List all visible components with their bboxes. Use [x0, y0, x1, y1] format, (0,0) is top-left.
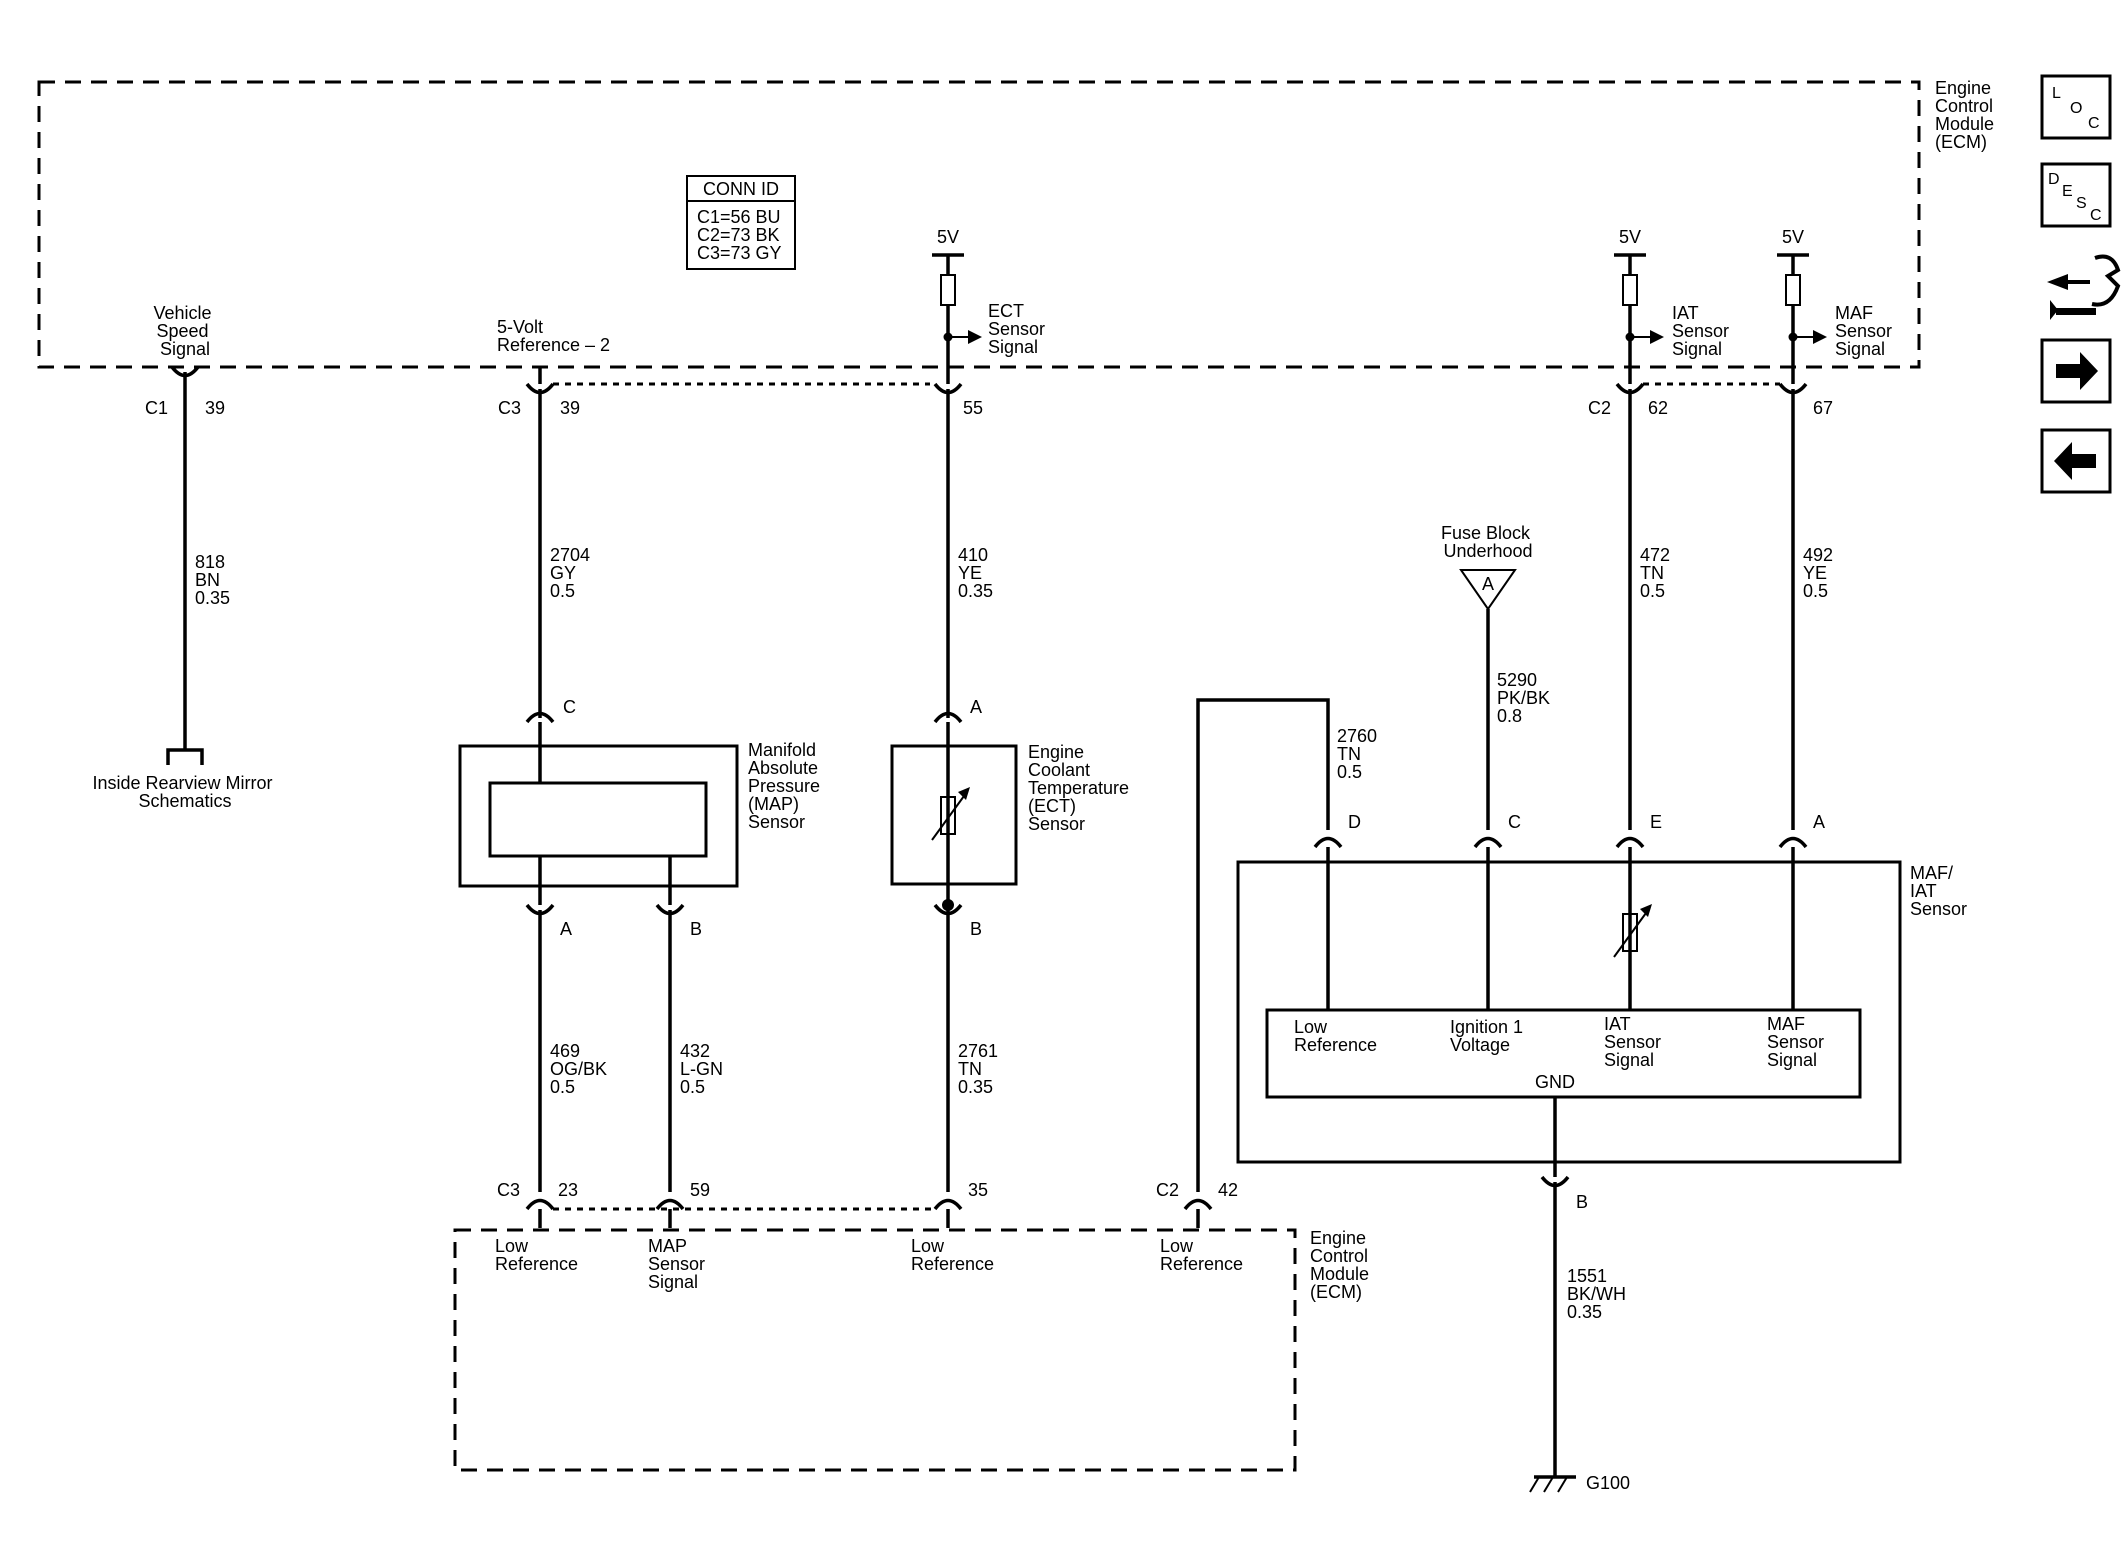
loc-letter-o: O	[2070, 100, 2082, 117]
ref5v-circuit: 5-Volt Reference – 2 C3 39 2704 GY 0.5	[497, 317, 610, 718]
ect-sensor: A Engine Coolant Temperature (ECT) Senso…	[890, 697, 1134, 1192]
ecm-bottom-pin-23: 23	[558, 1180, 578, 1200]
map-sig-wire: 432 L-GN 0.5	[680, 1041, 728, 1097]
next-page-button[interactable]	[2040, 338, 2112, 404]
ecm-bottom: C3 23 59 35 C2 42 Low Reference MAP Sens…	[453, 1180, 1374, 1472]
ign-wire: 5290 PK/BK 0.8	[1497, 670, 1555, 726]
maf-supply: 5V	[1782, 227, 1804, 247]
ecm-bottom-pin-42: 42	[1218, 1180, 1238, 1200]
maf-low-reference-circuit: 2760 TN 0.5	[1196, 698, 1382, 1192]
maf-signal-label: MAF Sensor Signal	[1835, 303, 1897, 359]
conn-id-table: CONN ID C1=56 BU C2=73 BK C3=73 GY	[686, 175, 796, 270]
maf-internal-ign: Ignition 1 Voltage	[1450, 1017, 1528, 1055]
conn-id-row: C3=73 GY	[697, 243, 782, 263]
description-button[interactable]: D E S C	[2040, 162, 2112, 228]
thermistor-icon	[940, 796, 956, 835]
vss-circuit: Vehicle Speed Signal C1 39 818 BN 0.35 I…	[92, 303, 277, 811]
map-pin-b: B	[690, 919, 702, 939]
ground-circuit: B 1551 BK/WH 0.35 G100	[1529, 1175, 1631, 1493]
conn-id-header: CONN ID	[703, 179, 779, 199]
location-button[interactable]: L O C	[2040, 74, 2112, 140]
maf-pin-e: E	[1650, 812, 1662, 832]
fuse-pin: A	[1482, 574, 1494, 594]
ect-circuit: 5V ECT Sensor Signal 55 410 YE 0.35	[932, 227, 1050, 718]
desc-letter-s: S	[2076, 195, 2087, 212]
ect-wire: 410 YE 0.35	[958, 545, 993, 601]
previous-page-button[interactable]	[2040, 428, 2112, 494]
ecm-bottom-conn-c3: C3	[497, 1180, 520, 1200]
maf-sensor-name: MAF/ IAT Sensor	[1910, 863, 1967, 919]
conn-id-row: C2=73 BK	[697, 225, 780, 245]
maf-internal-gnd: GND	[1535, 1072, 1575, 1092]
thermistor-icon	[1622, 913, 1638, 952]
maf-circuit: 5V MAF Sensor Signal 67 492 YE 0.5	[1777, 227, 1897, 830]
ref5v-label: 5-Volt Reference – 2	[497, 317, 610, 355]
gnd-wire: 1551 BK/WH 0.35	[1567, 1266, 1631, 1322]
ecm-bottom-pin-35: 35	[968, 1180, 988, 1200]
ect-low-wire: 2761 TN 0.35	[958, 1041, 1003, 1097]
arrow-right-icon	[2056, 352, 2098, 390]
maf-pin: 67	[1813, 398, 1833, 418]
ecm-top-title: Engine Control Module (ECM)	[1935, 78, 1999, 152]
ecm-bottom-boundary	[453, 1228, 1297, 1472]
iat-supply: 5V	[1619, 227, 1641, 247]
vss-wire: 818 BN 0.35	[195, 552, 230, 608]
desc-letter-c: C	[2090, 207, 2102, 224]
ecm-bottom-label-low2: Low Reference	[911, 1236, 994, 1274]
ect-pin-b: B	[970, 919, 982, 939]
gnd-id: G100	[1586, 1473, 1630, 1493]
vss-pin: 39	[205, 398, 225, 418]
lowref-maf-wire: 2760 TN 0.5	[1337, 726, 1382, 782]
ref5v-pin: 39	[560, 398, 580, 418]
ect-pin: 55	[963, 398, 983, 418]
map-sensor: C Manifold Absolute Pressure (MAP) Senso…	[458, 697, 825, 1192]
ref5v-wire: 2704 GY 0.5	[550, 545, 595, 601]
maf-pin-d: D	[1348, 812, 1361, 832]
vss-label: Vehicle Speed Signal	[153, 303, 216, 359]
maf-internal-maf: MAF Sensor Signal	[1767, 1014, 1829, 1070]
desc-letter-e: E	[2062, 183, 2073, 200]
maf-iat-sensor: D C E A Low Reference Ignition 1 Voltage…	[1236, 812, 1967, 1177]
ecm-bottom-label-map: MAP Sensor Signal	[648, 1236, 710, 1292]
ground-icon	[1529, 1476, 1540, 1493]
maf-wire: 492 YE 0.5	[1803, 545, 1838, 601]
ecm-top-boundary	[37, 80, 1921, 369]
vss-conn: C1	[145, 398, 168, 418]
vss-destination[interactable]: Inside Rearview Mirror Schematics	[92, 773, 277, 811]
arrow-left-icon	[2054, 442, 2096, 480]
maf-internal-lowref: Low Reference	[1294, 1017, 1377, 1055]
ecm-bottom-pin-59: 59	[690, 1180, 710, 1200]
ect-signal-label: ECT Sensor Signal	[988, 301, 1050, 357]
iat-signal-label: IAT Sensor Signal	[1672, 303, 1734, 359]
gnd-pin: B	[1576, 1192, 1588, 1212]
iat-circuit: 5V IAT Sensor Signal C2 62 472 TN 0.5	[1588, 227, 1734, 830]
maf-pin-a: A	[1813, 812, 1825, 832]
ect-sensor-name: Engine Coolant Temperature (ECT) Sensor	[1028, 742, 1134, 834]
maf-internal-iat: IAT Sensor Signal	[1604, 1014, 1666, 1070]
ect-supply: 5V	[937, 227, 959, 247]
loc-letter-l: L	[2052, 85, 2061, 102]
fuse-triangle	[1459, 569, 1517, 611]
ref5v-conn: C3	[498, 398, 521, 418]
ect-pin-a: A	[970, 697, 982, 717]
map-pin-c: C	[563, 697, 576, 717]
iat-conn: C2	[1588, 398, 1611, 418]
ignition-circuit: Fuse Block Underhood A 5290 PK/BK 0.8	[1441, 523, 1555, 830]
iat-wire: 472 TN 0.5	[1640, 545, 1675, 601]
fuse-block-label: Fuse Block Underhood	[1441, 523, 1535, 561]
map-low-wire: 469 OG/BK 0.5	[550, 1041, 612, 1097]
iat-pin: 62	[1648, 398, 1668, 418]
loc-letter-c: C	[2088, 115, 2100, 132]
ecm-bottom-label-low3: Low Reference	[1160, 1236, 1243, 1274]
connector-end-view-icon[interactable]	[2047, 254, 2121, 321]
ecm-bottom-label-low1: Low Reference	[495, 1236, 578, 1274]
conn-id-row: C1=56 BU	[697, 207, 781, 227]
ecm-bottom-title: Engine Control Module (ECM)	[1310, 1228, 1374, 1302]
maf-pin-c: C	[1508, 812, 1521, 832]
desc-letter-d: D	[2048, 171, 2060, 188]
ecm-bottom-conn-c2: C2	[1156, 1180, 1179, 1200]
map-sensor-name: Manifold Absolute Pressure (MAP) Sensor	[748, 740, 825, 832]
map-pin-a: A	[560, 919, 572, 939]
